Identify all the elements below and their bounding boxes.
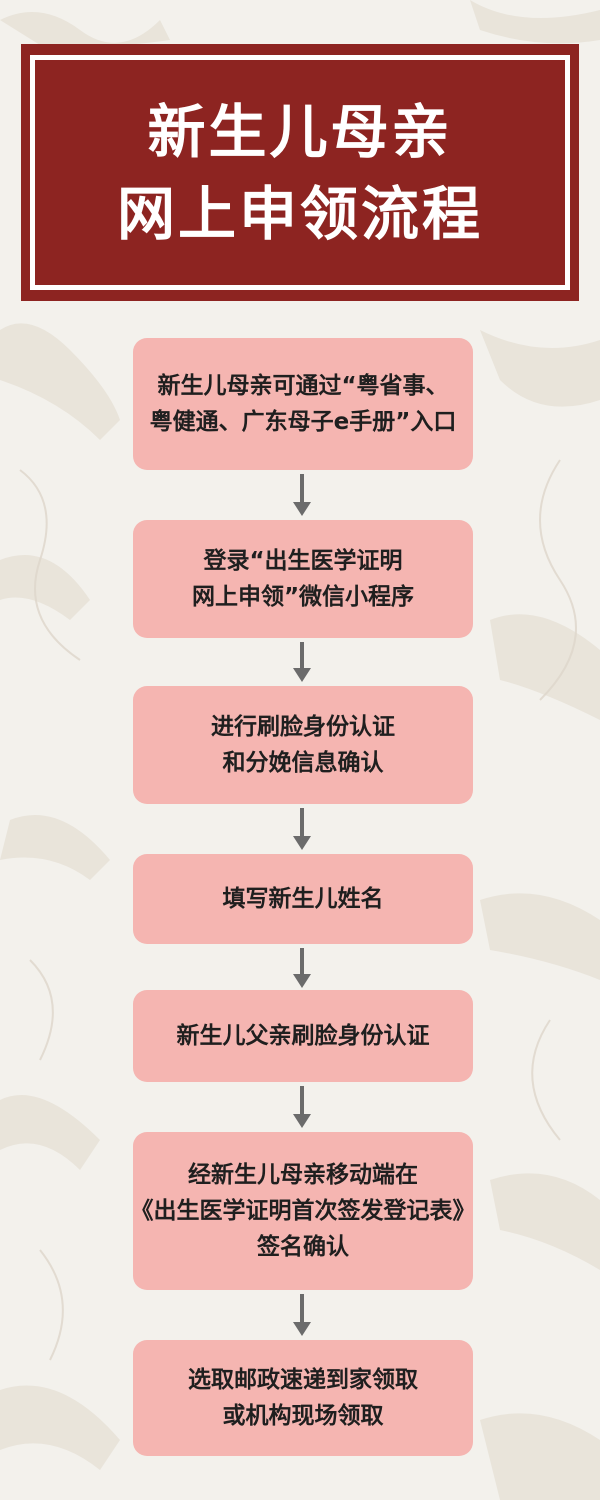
step-5-line-1: 新生儿父亲刷脸身份认证 [176,1023,430,1049]
flow-step-6: 经新生儿母亲移动端在 《出生医学证明首次签发登记表》 签名确认 [130,1132,476,1290]
arrow-down-icon [293,948,311,988]
title-banner: 新生儿母亲 网上申领流程 [21,44,579,301]
flow-step-4: 填写新生儿姓名 [133,854,473,944]
flow-step-7: 选取邮政速递到家领取 或机构现场领取 [133,1340,473,1456]
title-frame: 新生儿母亲 网上申领流程 [30,55,570,290]
arrow-down-icon [293,474,311,516]
step-2-line-1: 登录“出生医学证明 [203,548,403,574]
arrow-down-icon [293,808,311,850]
flow-step-2: 登录“出生医学证明 网上申领”微信小程序 [133,520,473,638]
flow-step-3: 进行刷脸身份认证 和分娩信息确认 [133,686,473,804]
step-6-line-1: 经新生儿母亲移动端在 [188,1162,418,1188]
flow-step-1: 新生儿母亲可通过“粤省事、 粤健通、广东母子e手册”入口 [133,338,473,470]
step-3-line-2: 和分娩信息确认 [222,750,384,776]
arrow-down-icon [293,642,311,682]
step-1-line-1: 新生儿母亲可通过“粤省事、 [157,373,449,399]
step-6-line-3: 签名确认 [257,1234,349,1260]
flow-step-5: 新生儿父亲刷脸身份认证 [133,990,473,1082]
step-3-line-1: 进行刷脸身份认证 [211,714,395,740]
step-6-line-2: 《出生医学证明首次签发登记表》 [130,1198,476,1224]
step-1-line-2: 粤健通、广东母子e手册”入口 [149,409,457,435]
title-line-1: 新生儿母亲 [147,97,453,166]
arrow-down-icon [293,1086,311,1128]
step-7-line-1: 选取邮政速递到家领取 [188,1367,418,1393]
step-7-line-2: 或机构现场领取 [222,1403,384,1429]
arrow-down-icon [293,1294,311,1336]
title-line-2: 网上申领流程 [116,179,483,248]
step-2-line-2: 网上申领”微信小程序 [191,584,415,610]
step-4-line-1: 填写新生儿姓名 [222,886,384,912]
